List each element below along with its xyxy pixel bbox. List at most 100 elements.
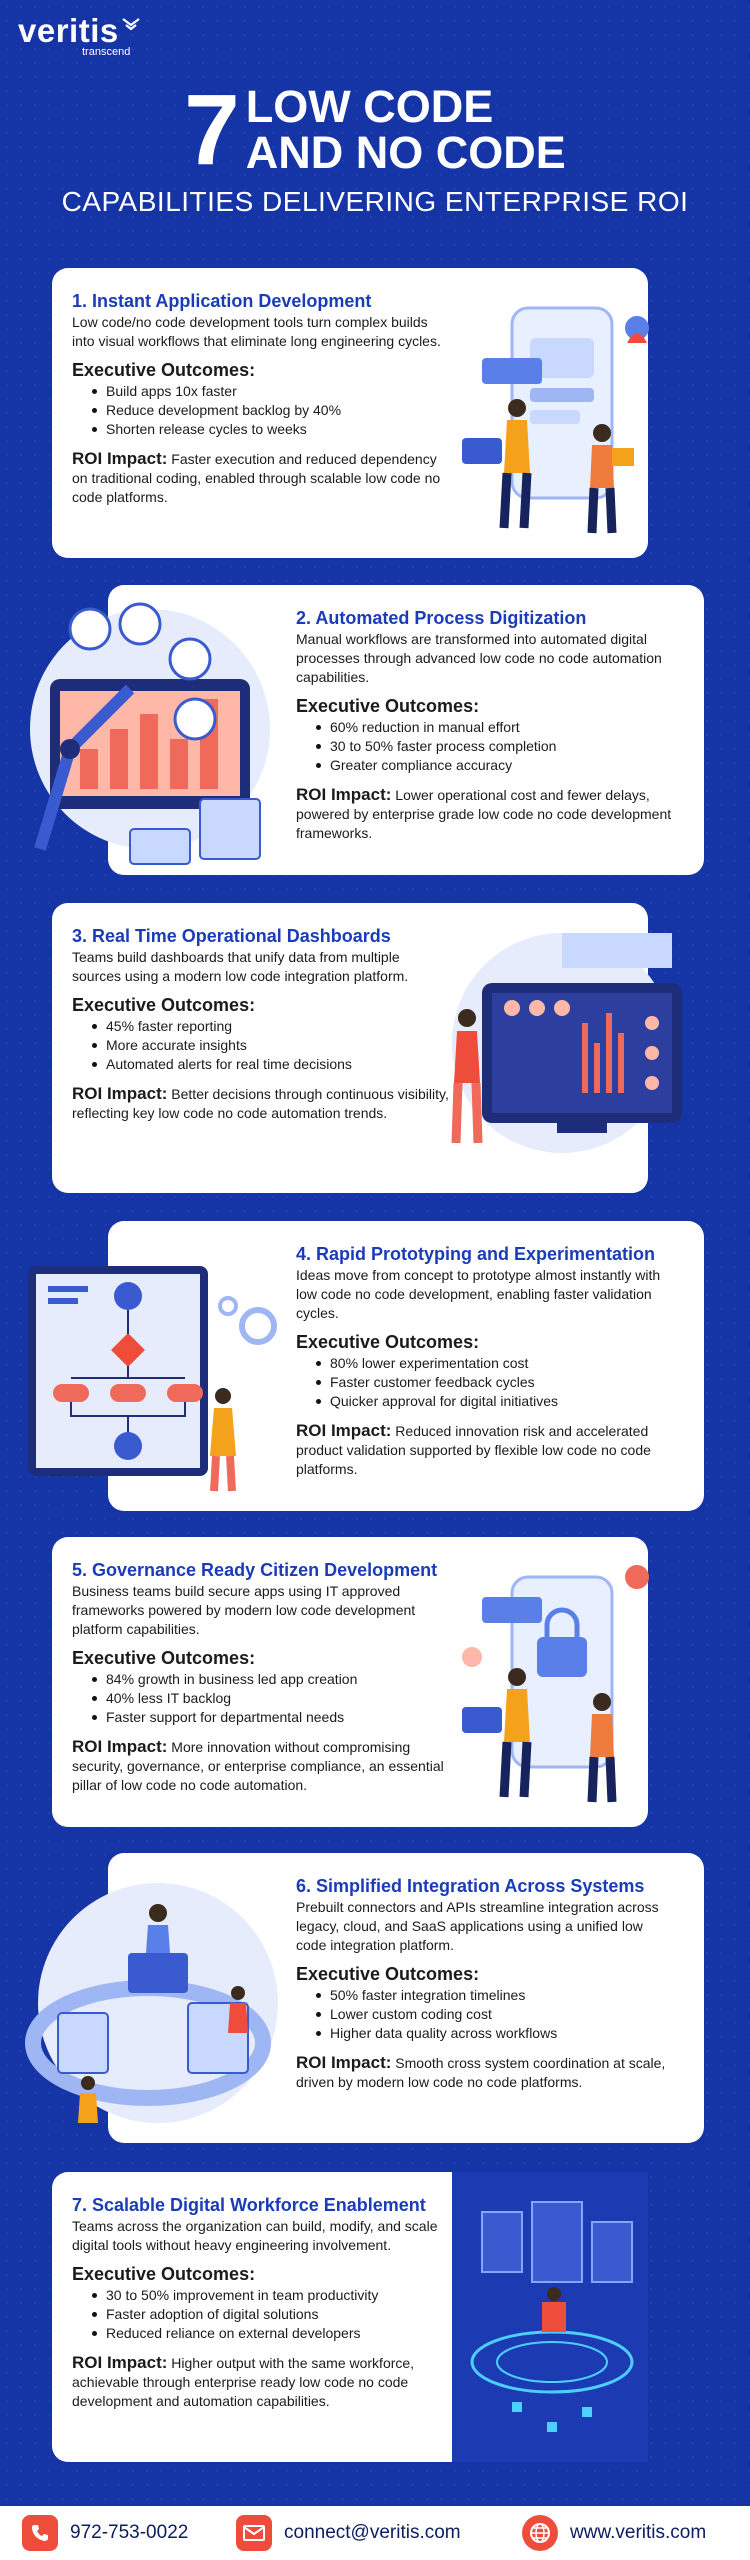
section-card-2: 2. Automated Process Digitization Manual… [30,585,704,875]
outcomes-list: 45% faster reporting More accurate insig… [72,1017,452,1074]
outcome-item: 80% lower experimentation cost [316,1354,676,1373]
roi-impact: ROI Impact: Smooth cross system coordina… [296,2053,676,2092]
outcome-item: 30 to 50% improvement in team productivi… [92,2286,452,2305]
roi-label: ROI Impact: [296,785,392,804]
section-title: 2. Automated Process Digitization [296,608,587,628]
roi-text: More innovation without compromising sec… [72,1739,444,1793]
roi-impact: ROI Impact: Better decisions through con… [72,1084,452,1123]
title-line-2: AND NO CODE [245,127,566,178]
mobile-app-illustration [462,306,649,534]
email-address[interactable]: connect@veritis.com [284,2522,461,2543]
section-title: 6. Simplified Integration Across Systems [296,1876,645,1896]
outcome-item: Higher data quality across workflows [316,2024,676,2043]
outcome-item: Faster customer feedback cycles [316,1373,676,1392]
logo-swoosh-icon [122,18,140,31]
roi-text: Faster execution and reduced dependency … [72,451,441,505]
roi-impact: ROI Impact: Reduced innovation risk and … [296,1421,676,1479]
outcomes-list: 80% lower experimentation cost Faster cu… [296,1354,676,1411]
title-number: 7 [184,74,240,186]
phone-number[interactable]: 972-753-0022 [70,2522,189,2543]
roi-text: Lower operational cost and fewer delays,… [296,787,672,841]
logo-tagline: transcend [82,46,131,58]
roi-text: Reduced innovation risk and accelerated … [296,1423,651,1477]
outcome-item: 40% less IT backlog [92,1689,452,1708]
section-title: 3. Real Time Operational Dashboards [72,926,391,946]
section-description: Teams across the organization can build,… [72,2218,438,2253]
roi-text: Better decisions through continuous visi… [72,1086,449,1121]
mail-icon [236,2515,272,2551]
outcome-item: Shorten release cycles to weeks [92,420,452,439]
section-title: 5. Governance Ready Citizen Development [72,1560,438,1580]
outcome-item: Faster adoption of digital solutions [92,2305,452,2324]
section-title: 7. Scalable Digital Workforce Enablement [72,2195,426,2215]
phone-icon [22,2515,58,2551]
outcomes-list: 30 to 50% improvement in team productivi… [72,2286,452,2343]
roi-label: ROI Impact: [72,2353,168,2372]
outcomes-heading: Executive Outcomes: [72,360,256,380]
outcome-item: 30 to 50% faster process completion [316,737,676,756]
outcome-item: Quicker approval for digital initiatives [316,1392,676,1411]
outcome-item: 50% faster integration timelines [316,1986,676,2005]
flowchart-illustration [28,1266,277,1492]
page-title: 7 LOW CODE AND NO CODE CAPABILITIES DELI… [0,80,750,218]
roi-label: ROI Impact: [72,1084,168,1103]
section-card-1: 1. Instant Application Development Low c… [52,268,649,558]
section-card-5: 5. Governance Ready Citizen Development … [52,1537,649,1827]
roi-impact: ROI Impact: More innovation without comp… [72,1737,452,1795]
automation-robot-illustration [30,602,270,865]
email-contact[interactable]: connect@veritis.com [236,2515,461,2551]
page-subtitle: CAPABILITIES DELIVERING ENTERPRISE ROI [61,186,689,217]
section-description: Teams build dashboards that unify data f… [72,949,409,984]
dashboard-illustration [451,933,682,1153]
outcomes-heading: Executive Outcomes: [72,1648,256,1668]
section-description: Ideas move from concept to prototype alm… [296,1267,661,1321]
outcome-item: Faster support for departmental needs [92,1708,452,1727]
outcomes-heading: Executive Outcomes: [72,995,256,1015]
integration-illustration [25,1883,278,2123]
website-url[interactable]: www.veritis.com [570,2522,707,2543]
section-description: Manual workflows are transformed into au… [296,631,662,685]
outcome-item: Lower custom coding cost [316,2005,676,2024]
roi-label: ROI Impact: [72,1737,168,1756]
contact-footer: 972-753-0022 connect@veritis.com www.ver… [0,2506,750,2560]
outcomes-list: 60% reduction in manual effort 30 to 50%… [296,718,676,775]
outcome-item: Build apps 10x faster [92,382,452,401]
outcomes-list: 50% faster integration timelines Lower c… [296,1986,676,2043]
section-card-3: 3. Real Time Operational Dashboards Team… [52,903,682,1193]
section-card-6: 6. Simplified Integration Across Systems… [25,1853,704,2143]
outcomes-heading: Executive Outcomes: [296,1332,480,1352]
outcomes-list: Build apps 10x faster Reduce development… [72,382,452,439]
outcome-item: 45% faster reporting [92,1017,452,1036]
roi-impact: ROI Impact: Lower operational cost and f… [296,785,676,843]
outcome-item: Automated alerts for real time decisions [92,1055,452,1074]
logo-text: veritis [18,12,119,49]
outcome-item: More accurate insights [92,1036,452,1055]
phone-contact[interactable]: 972-753-0022 [22,2515,188,2551]
outcomes-list: 84% growth in business led app creation … [72,1670,452,1727]
globe-icon [522,2515,558,2551]
section-title: 1. Instant Application Development [72,291,372,311]
roi-label: ROI Impact: [296,2053,392,2072]
roi-impact: ROI Impact: Higher output with the same … [72,2353,452,2411]
outcomes-heading: Executive Outcomes: [296,696,480,716]
outcome-item: Reduced reliance on external developers [92,2324,452,2343]
roi-text: Smooth cross system coordination at scal… [296,2055,666,2090]
outcome-item: Greater compliance accuracy [316,756,676,775]
veritis-logo[interactable]: veritis transcend [18,14,140,58]
roi-label: ROI Impact: [72,449,168,468]
outcomes-heading: Executive Outcomes: [72,2264,256,2284]
section-title: 4. Rapid Prototyping and Experimentation [296,1244,656,1264]
section-card-4: 4. Rapid Prototyping and Experimentation… [28,1221,704,1511]
section-description: Low code/no code development tools turn … [72,314,441,349]
outcome-item: Reduce development backlog by 40% [92,401,452,420]
title-line-1: LOW CODE [245,81,494,132]
section-card-7: 7. Scalable Digital Workforce Enablement… [52,2172,648,2462]
section-description: Business teams build secure apps using I… [72,1583,416,1637]
roi-impact: ROI Impact: Faster execution and reduced… [72,449,452,507]
section-description: Prebuilt connectors and APIs streamline … [296,1899,659,1953]
digital-workforce-illustration [452,2172,648,2462]
website-contact[interactable]: www.veritis.com [522,2515,706,2551]
outcomes-heading: Executive Outcomes: [296,1964,480,1984]
outcome-item: 84% growth in business led app creation [92,1670,452,1689]
outcome-item: 60% reduction in manual effort [316,718,676,737]
